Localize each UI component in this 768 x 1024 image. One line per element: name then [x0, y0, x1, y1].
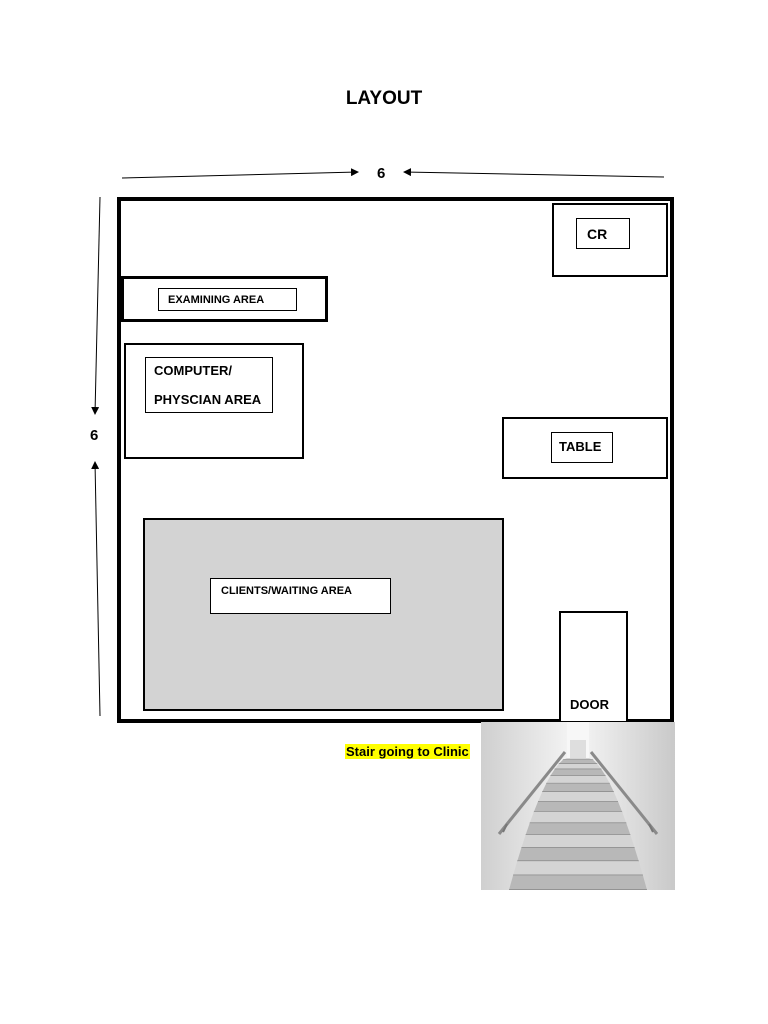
stair-step — [513, 861, 643, 876]
stair-step — [521, 835, 635, 848]
table-area: TABLE — [502, 417, 668, 479]
stairs-photo — [481, 722, 675, 890]
stair-caption: Stair going to Clinic — [345, 744, 470, 759]
stair-step — [546, 775, 610, 784]
stair-step — [509, 875, 647, 890]
height-arrow-bottom — [91, 461, 101, 717]
stair-step — [538, 792, 618, 802]
cr-label: CR — [576, 218, 630, 249]
cr-room: CR — [552, 203, 668, 277]
computer-physician-label: COMPUTER/ PHYSCIAN AREA — [145, 357, 273, 413]
computer-label-line2: PHYSCIAN AREA — [154, 392, 262, 407]
stair-step — [550, 769, 606, 776]
stair-step — [525, 823, 631, 836]
stair-step — [542, 783, 614, 793]
stair-step — [554, 763, 602, 770]
computer-label-line1: COMPUTER/ — [154, 363, 232, 378]
computer-physician-area: COMPUTER/ PHYSCIAN AREA — [124, 343, 304, 459]
stair-step — [558, 759, 598, 764]
clients-waiting-label: CLIENTS/WAITING AREA — [210, 578, 391, 614]
height-arrow-top — [91, 196, 101, 415]
floor-plan-outline — [117, 197, 674, 723]
examining-area-label: EXAMINING AREA — [158, 288, 297, 311]
stair-step — [517, 847, 639, 862]
height-dimension: 6 — [90, 427, 99, 444]
examining-area: EXAMINING AREA — [121, 276, 328, 322]
door-label: DOOR — [570, 697, 609, 712]
page-title: LAYOUT — [345, 88, 423, 109]
width-arrow-left — [121, 168, 359, 179]
stair-step — [529, 811, 627, 824]
clients-waiting-area: CLIENTS/WAITING AREA — [143, 518, 504, 711]
width-arrow-right — [403, 168, 665, 178]
table-label: TABLE — [551, 432, 613, 463]
door: DOOR — [559, 611, 628, 721]
width-dimension: 6 — [377, 165, 386, 182]
stair-step — [533, 801, 623, 812]
